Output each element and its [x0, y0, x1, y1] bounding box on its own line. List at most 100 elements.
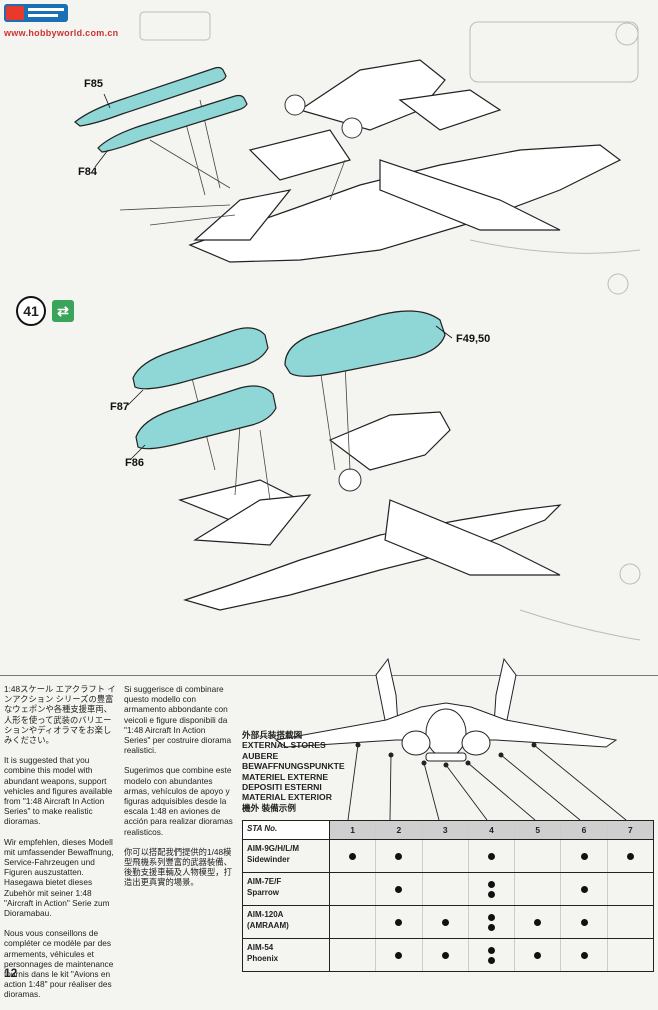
- loadout-dot: [580, 885, 588, 893]
- station-cell: [561, 840, 608, 872]
- loadout-dot: [487, 913, 495, 921]
- part-label-f49-50: F49,50: [456, 333, 491, 345]
- weapon-name-cell: AIM-54 Phoenix: [243, 939, 330, 971]
- loadout-dot: [441, 951, 449, 959]
- text-paragraph: Si suggerisce di combinare questo modell…: [124, 684, 232, 756]
- station-number-cell: 3: [422, 821, 469, 839]
- tank-f49-50: [284, 310, 446, 377]
- pylon-f84: [97, 94, 248, 153]
- text-paragraph: It is suggested that you combine this mo…: [4, 755, 113, 827]
- station-number-cell: 2: [376, 821, 423, 839]
- loadout-dot: [487, 890, 495, 898]
- tank-f86: [135, 385, 277, 450]
- loadout-dot: [487, 956, 495, 964]
- loadout-dot: [580, 918, 588, 926]
- station-cell: [561, 906, 608, 938]
- station-cell: [469, 840, 516, 872]
- text-paragraph: 1:48スケール エアクラフト インアクション シリーズの豊富なウェポンや各種支…: [4, 684, 116, 746]
- weapon-name-cell: AIM-9G/H/L/M Sidewinder: [243, 840, 330, 872]
- station-cell: [423, 873, 469, 905]
- stores-title-line: 外部兵装搭載図: [242, 730, 303, 740]
- station-cell: [515, 873, 562, 905]
- station-cell: [376, 939, 423, 971]
- station-number-cell: 5: [515, 821, 562, 839]
- loadout-dot: [487, 946, 495, 954]
- station-cell: [330, 906, 377, 938]
- part-label-f84: F84: [78, 166, 97, 178]
- loadout-dot: [534, 918, 542, 926]
- station-cell: [469, 939, 516, 971]
- text-paragraph: Sugerimos que combine este modelo con ab…: [124, 765, 233, 837]
- loadout-dot: [580, 951, 588, 959]
- station-cell: [608, 906, 653, 938]
- station-number-cell: 1: [330, 821, 377, 839]
- loadout-dot: [395, 918, 403, 926]
- stores-title-line: BEWAFFNUNGSPUNKTE: [242, 761, 345, 772]
- station-cell: [330, 873, 377, 905]
- loadout-dot: [395, 885, 403, 893]
- stores-front-view: [274, 657, 627, 820]
- station-cell: [515, 939, 562, 971]
- assembly-drawing: [74, 11, 641, 641]
- watermark-logo: www.hobbyworld.com.cn: [4, 4, 118, 44]
- exchange-arrow-icon: ⇄: [52, 300, 74, 322]
- text-column-left: 1:48スケール エアクラフト インアクション シリーズの豊富なウェポンや各種支…: [4, 684, 116, 1010]
- loadout-dot: [487, 880, 495, 888]
- page-number: 12: [4, 966, 18, 980]
- station-cell: [330, 840, 377, 872]
- loadout-dot: [580, 852, 588, 860]
- station-cell: [423, 906, 469, 938]
- station-cell: [608, 939, 653, 971]
- part-label-f85: F85: [84, 78, 103, 90]
- table-row: AIM-54 Phoenix: [243, 938, 653, 971]
- loadout-dot: [626, 852, 634, 860]
- part-label-f87: F87: [110, 401, 129, 413]
- station-cell: [423, 939, 469, 971]
- stores-title-line: DEPOSITI ESTERNI: [242, 782, 322, 793]
- station-cell: [330, 939, 377, 971]
- station-header-label: STA No.: [243, 821, 330, 839]
- weapon-name-cell: AIM-7E/F Sparrow: [243, 873, 330, 905]
- stores-title-line: MATERIEL EXTERNE: [242, 771, 329, 782]
- station-cell: [608, 873, 653, 905]
- station-cell: [561, 939, 608, 971]
- station-cell: [608, 840, 653, 872]
- watermark-site: www.hobbyworld.com.cn: [4, 28, 119, 38]
- stores-title-line: EXTERNAL STORES: [242, 740, 326, 751]
- stores-title-line: 機外 裝備示例: [242, 802, 296, 813]
- step-number: 41: [16, 296, 46, 326]
- text-paragraph: 你可以搭配我們提供的1/48模型飛機系列豐富的武器裝備、後勤支援車輛及人物模型，…: [124, 846, 232, 888]
- station-cell: [469, 906, 516, 938]
- section-divider: [0, 675, 658, 676]
- aircraft-lower-view: [178, 411, 562, 611]
- station-cell: [561, 873, 608, 905]
- stores-title-line: AUBERE: [242, 750, 279, 761]
- hobbyworld-badge-icon: [4, 4, 68, 22]
- text-column-middle: Si suggerisce di combinare questo modell…: [124, 684, 234, 898]
- station-cell: [376, 873, 423, 905]
- table-row: AIM-9G/H/L/M Sidewinder: [243, 839, 653, 872]
- loadout-dot: [534, 951, 542, 959]
- loadout-dot: [487, 923, 495, 931]
- stores-title-line: MATERIAL EXTERIOR: [242, 792, 332, 803]
- tank-f87: [132, 327, 269, 390]
- loadout-dot: [395, 951, 403, 959]
- text-paragraph: Nous vous conseillons de compléter ce mo…: [4, 928, 114, 1000]
- table-row: AIM-7E/F Sparrow: [243, 872, 653, 905]
- weapon-name-cell: AIM-120A (AMRAAM): [243, 906, 330, 938]
- table-row: AIM-120A (AMRAAM): [243, 905, 653, 938]
- part-label-f86: F86: [125, 457, 144, 469]
- station-number-cell: 7: [607, 821, 653, 839]
- station-number-cell: 4: [468, 821, 516, 839]
- stores-title-block: 外部兵装搭載図 EXTERNAL STORES AUBERE BEWAFFNUN…: [242, 730, 345, 813]
- station-number-cell: 6: [561, 821, 608, 839]
- station-cell: [515, 840, 562, 872]
- aircraft-upper-view: [188, 59, 622, 263]
- station-cell: [469, 873, 516, 905]
- step-marker: 41 ⇄: [16, 296, 74, 326]
- station-cell: [423, 840, 469, 872]
- loadout-dot: [395, 852, 403, 860]
- station-cell: [376, 906, 423, 938]
